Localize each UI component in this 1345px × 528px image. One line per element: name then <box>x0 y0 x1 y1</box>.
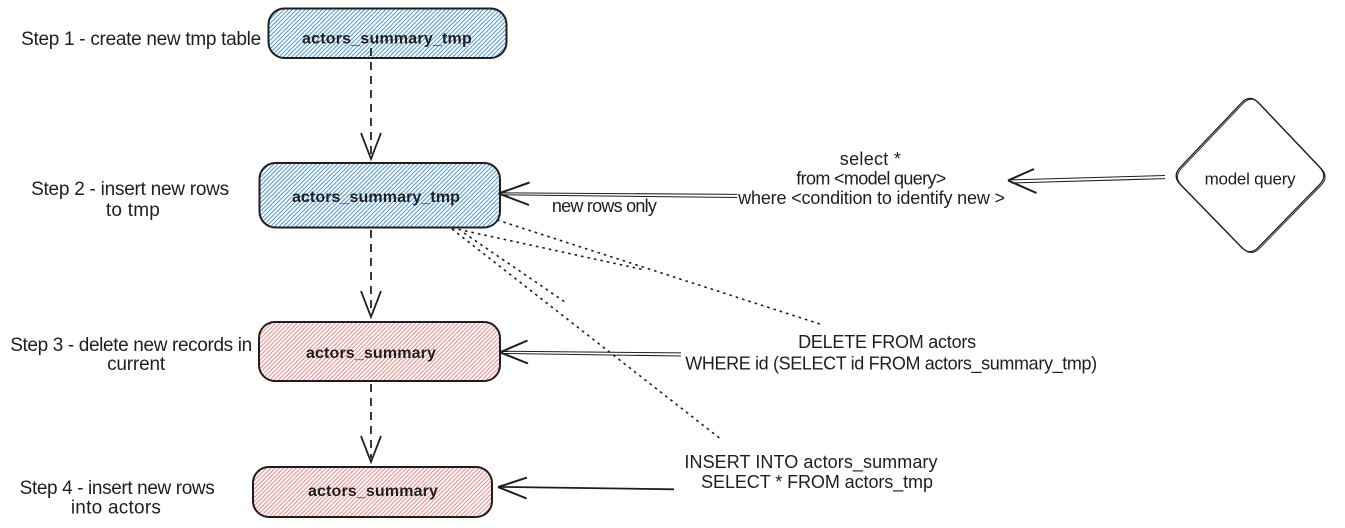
svg-text:Step 3 - delete new records in: Step 3 - delete new records in <box>10 335 252 356</box>
svg-text:SELECT * FROM actors_tmp: SELECT * FROM actors_tmp <box>701 472 933 493</box>
svg-text:actors_summary: actors_summary <box>306 345 436 362</box>
svg-text:actors_summary_tmp: actors_summary_tmp <box>292 189 460 206</box>
svg-text:actors_summary_tmp: actors_summary_tmp <box>302 31 472 48</box>
svg-text:to tmp: to tmp <box>106 200 160 221</box>
svg-text:current: current <box>107 354 166 375</box>
svg-text:Step 2 - insert new rows: Step 2 - insert new rows <box>31 179 229 200</box>
svg-text:model query: model query <box>1205 170 1296 189</box>
svg-text:Step 4 - insert new rows: Step 4 - insert new rows <box>20 478 215 499</box>
svg-text:select *: select * <box>840 149 901 169</box>
svg-text:actors_summary: actors_summary <box>308 483 438 500</box>
svg-text:new rows only: new rows only <box>552 196 657 216</box>
svg-text:Step 1 - create new tmp table: Step 1 - create new tmp table <box>21 29 261 50</box>
svg-text:DELETE FROM actors: DELETE FROM actors <box>798 332 976 352</box>
svg-text:WHERE id (SELECT id FROM actor: WHERE id (SELECT id FROM actors_summary_… <box>685 354 1096 375</box>
svg-text:INSERT INTO actors_summary: INSERT INTO actors_summary <box>684 452 937 473</box>
svg-text:from <model query>: from <model query> <box>796 169 946 189</box>
svg-text:into actors: into actors <box>71 498 161 519</box>
svg-text:where <condition to identify n: where <condition to identify new > <box>737 188 1005 208</box>
